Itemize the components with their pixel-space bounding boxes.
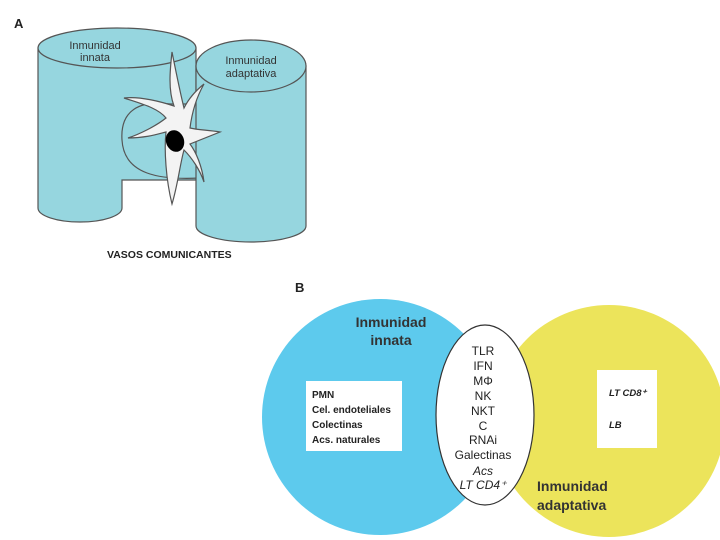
left-cylinder-label-2: innata bbox=[80, 52, 111, 64]
shared-item: RNAi bbox=[469, 433, 497, 447]
cell-nucleus bbox=[165, 130, 185, 152]
shared-item: NKT bbox=[471, 404, 496, 418]
right-cylinder-label-2: adaptativa bbox=[226, 68, 278, 80]
panel-a-label: A bbox=[14, 16, 24, 31]
innate-item: Colectinas bbox=[312, 420, 363, 431]
left-cylinder-label-1: Inmunidad bbox=[69, 40, 120, 52]
innate-item: Acs. naturales bbox=[312, 435, 381, 446]
right-cylinder: Inmunidad adaptativa bbox=[195, 39, 307, 243]
right-cylinder-label-1: Inmunidad bbox=[225, 55, 276, 67]
shared-item: NK bbox=[475, 389, 492, 403]
shared-italic-item: Acs bbox=[472, 464, 493, 478]
panel-b-label: B bbox=[295, 280, 304, 295]
shared-item: Galectinas bbox=[455, 448, 512, 462]
shared-item: C bbox=[479, 419, 488, 433]
shared-list: TLR IFN MΦ NK NKT C RNAi Galectinas Acs … bbox=[455, 344, 512, 492]
innate-box bbox=[306, 381, 402, 451]
innate-item: PMN bbox=[312, 390, 334, 401]
adaptive-title-1: Inmunidad bbox=[537, 478, 608, 494]
left-cylinder: Inmunidad innata bbox=[37, 27, 197, 223]
overlap-region bbox=[435, 324, 535, 506]
adaptive-box bbox=[597, 370, 657, 448]
innate-title-1: Inmunidad bbox=[356, 314, 427, 330]
innate-item: Cel. endoteliales bbox=[312, 405, 391, 416]
dendritic-cell-icon bbox=[123, 51, 223, 207]
shared-item: IFN bbox=[473, 359, 492, 373]
adaptive-item: LB bbox=[609, 420, 622, 431]
shared-item: TLR bbox=[472, 344, 495, 358]
adaptive-item: LT CD8⁺ bbox=[609, 388, 648, 399]
adaptive-title-2: adaptativa bbox=[537, 497, 606, 513]
shared-item: MΦ bbox=[473, 374, 493, 388]
shared-italic-item: LT CD4⁺ bbox=[460, 478, 508, 492]
innate-title-2: innata bbox=[370, 332, 411, 348]
panel-a-caption: VASOS COMUNICANTES bbox=[107, 249, 232, 261]
